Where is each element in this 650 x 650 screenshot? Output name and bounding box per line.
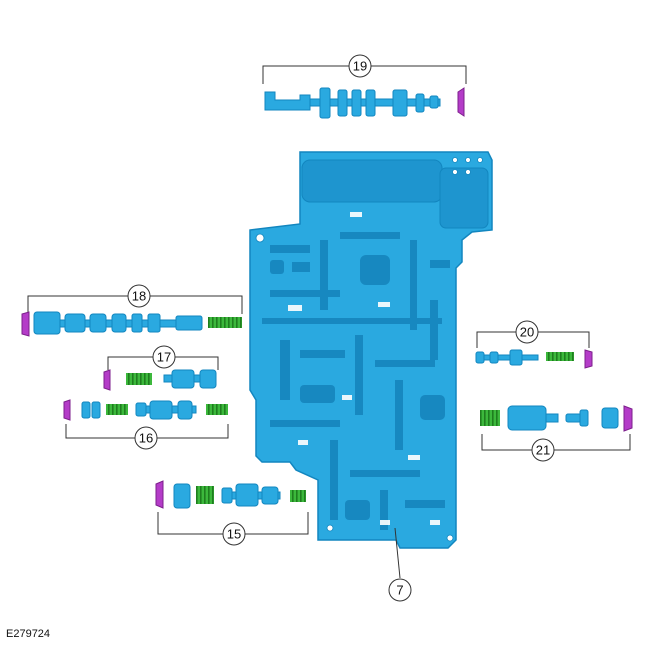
spring-16b (206, 404, 228, 415)
svg-text:20: 20 (520, 325, 534, 340)
spring-16a (106, 404, 128, 415)
spring-15a (196, 486, 214, 504)
retaining-clip-15 (155, 480, 164, 509)
spring-18 (208, 317, 242, 328)
callout-17-bracket (107, 356, 219, 370)
valve-spool-18 (33, 311, 203, 335)
callout-18: 18 (127, 284, 151, 308)
retaining-clip-18 (21, 311, 30, 337)
valve-spool-15 (221, 483, 281, 507)
spring-20 (546, 352, 574, 361)
svg-text:17: 17 (157, 350, 171, 365)
plunger-21 (565, 409, 589, 427)
callout-16: 16 (134, 426, 158, 450)
svg-text:15: 15 (227, 527, 241, 542)
callout-19-bracket (262, 65, 467, 84)
retaining-clip-17 (103, 369, 111, 391)
retaining-clip-20 (584, 349, 593, 369)
svg-text:18: 18 (132, 289, 146, 304)
valve-spool-20 (475, 349, 539, 366)
valve-body-plate (249, 151, 493, 549)
callout-16-bracket (65, 424, 229, 439)
svg-text:21: 21 (536, 443, 550, 458)
retaining-clip-19 (457, 87, 465, 117)
svg-text:19: 19 (353, 59, 367, 74)
spring-15b (290, 490, 306, 502)
valve-spool-21 (507, 405, 559, 431)
plug-15 (173, 483, 191, 509)
plug-16 (81, 401, 101, 419)
callout-15-bracket (157, 512, 309, 535)
spring-21 (480, 410, 500, 426)
retaining-clip-16 (63, 399, 71, 421)
spring-17 (126, 373, 152, 385)
figure-id: E279724 (6, 628, 51, 640)
callout-15: 15 (222, 522, 246, 546)
svg-text:7: 7 (396, 583, 403, 598)
valve-spool-19 (264, 87, 441, 119)
callout-18-bracket (27, 295, 243, 314)
callout-19: 19 (348, 54, 372, 78)
callout-17: 17 (152, 345, 176, 369)
valve-spool-16 (135, 400, 197, 420)
callout-20-bracket (476, 331, 590, 348)
callout-20: 20 (515, 320, 539, 344)
callout-21-bracket (481, 434, 631, 451)
callout-7: 7 (388, 527, 412, 602)
sleeve-21 (601, 407, 619, 429)
svg-text:16: 16 (139, 431, 153, 446)
retaining-clip-21 (623, 405, 633, 432)
callout-21: 21 (531, 438, 555, 462)
valve-spool-17 (163, 369, 217, 389)
